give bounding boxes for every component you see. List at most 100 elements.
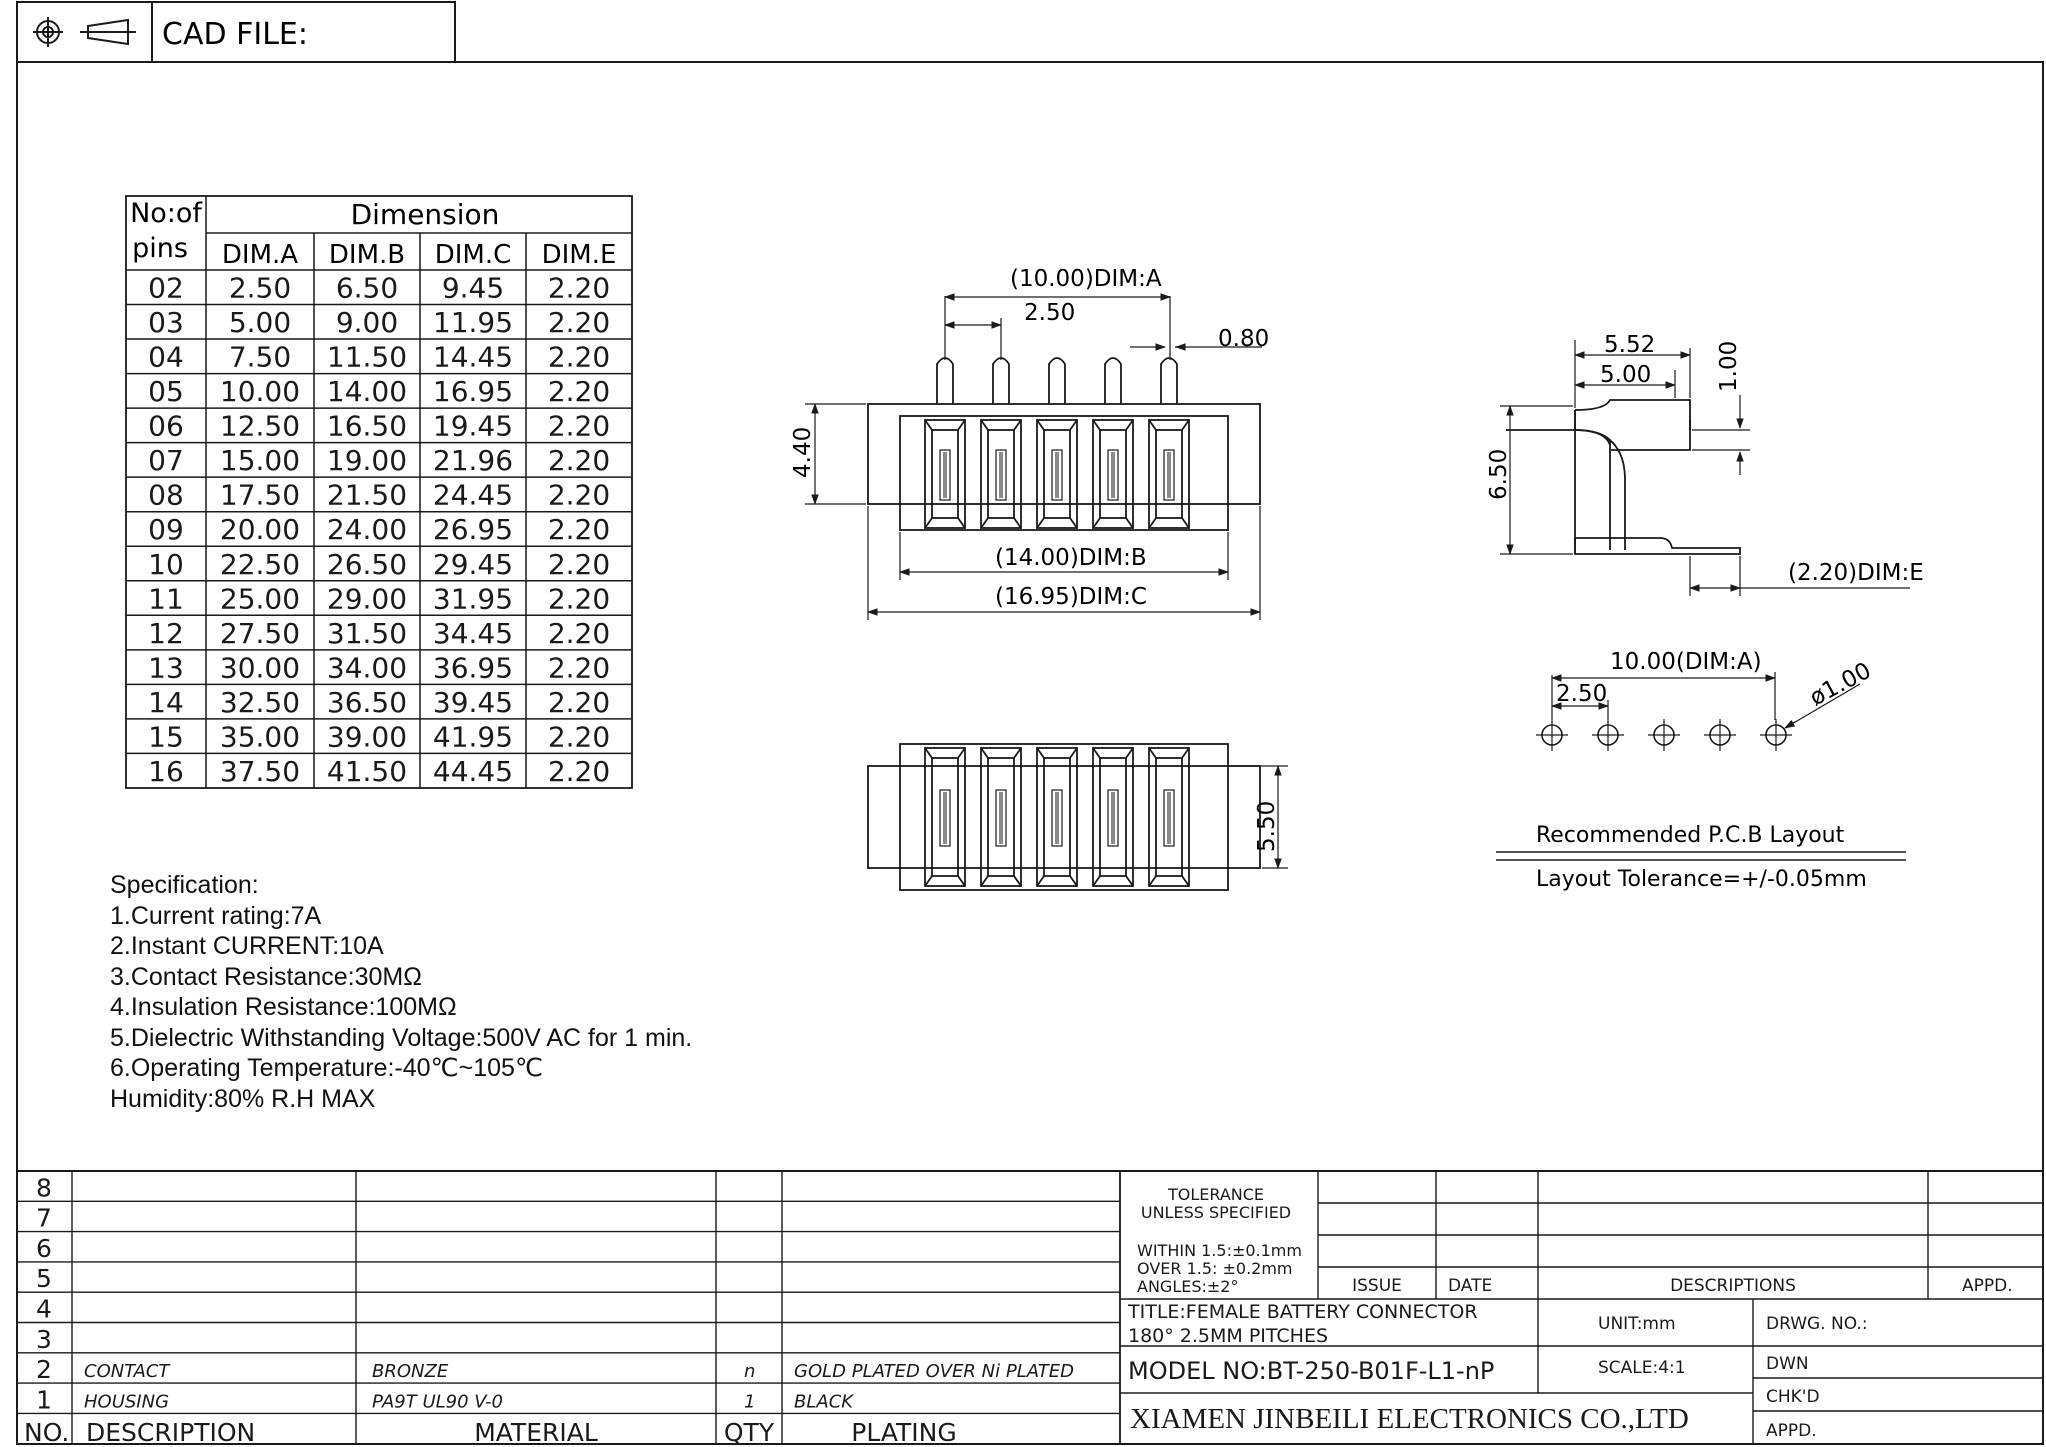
pcb-hole bbox=[1536, 719, 1568, 751]
title-block bbox=[17, 1170, 2043, 1444]
spec-title: Specification: bbox=[110, 871, 259, 899]
contact-slot bbox=[1148, 419, 1190, 529]
table-cell-dim: 2.20 bbox=[548, 375, 610, 408]
table-cell-pins: 03 bbox=[148, 306, 184, 339]
table-cell-dim: 7.50 bbox=[229, 341, 291, 374]
table-cell-dim: 36.50 bbox=[327, 686, 407, 719]
pcb-title: Recommended P.C.B Layout bbox=[1536, 823, 1845, 848]
table-cell-dim: 9.00 bbox=[336, 306, 398, 339]
table-cell-dim: 2.20 bbox=[548, 651, 610, 684]
table-cell-dim: 2.20 bbox=[548, 686, 610, 719]
table-cell-dim: 2.20 bbox=[548, 410, 610, 443]
bom-desc: HOUSING bbox=[84, 1391, 169, 1412]
table-cell-dim: 29.45 bbox=[433, 548, 513, 581]
table-cell-dim: 2.20 bbox=[548, 755, 610, 788]
table-cell-dim: 34.00 bbox=[327, 651, 407, 684]
bom-row-number: 8 bbox=[36, 1173, 52, 1202]
dwn-label: DWN bbox=[1766, 1354, 1809, 1374]
pcb-hole-dia: ø1.00 bbox=[1806, 658, 1876, 712]
contact-slot bbox=[924, 747, 966, 887]
side-dim-500: 5.00 bbox=[1600, 362, 1651, 388]
bom-row-number: 6 bbox=[36, 1234, 52, 1263]
table-cell-dim: 22.50 bbox=[220, 548, 300, 581]
table-cell-pins: 13 bbox=[148, 651, 184, 684]
table-cell-dim: 36.95 bbox=[433, 651, 513, 684]
bottom-height: 5.50 bbox=[1254, 801, 1280, 852]
side-dim-100: 1.00 bbox=[1716, 341, 1742, 392]
side-dim-e: (2.20)DIM:E bbox=[1788, 560, 1924, 586]
pin bbox=[1048, 357, 1066, 404]
spec-item: 3.Contact Resistance:30MΩ bbox=[110, 962, 422, 991]
table-cell-pins: 07 bbox=[148, 444, 184, 477]
table-cell-pins: 05 bbox=[148, 375, 184, 408]
table-cell-dim: 44.45 bbox=[433, 755, 513, 788]
table-cell-dim: 16.95 bbox=[433, 375, 513, 408]
table-header-noof: No:of bbox=[130, 198, 203, 229]
model-number: MODEL NO:BT-250-B01F-L1-nP bbox=[1128, 1357, 1494, 1385]
table-cell-dim: 30.00 bbox=[220, 651, 300, 684]
company-name: XIAMEN JINBEILI ELECTRONICS CO.,LTD bbox=[1130, 1403, 1689, 1435]
table-cell-dim: 41.50 bbox=[327, 755, 407, 788]
pcb-layout bbox=[1496, 672, 1906, 861]
bom-plating: BLACK bbox=[794, 1391, 854, 1412]
tol-label: TOLERANCE bbox=[1167, 1185, 1264, 1204]
table-cell-dim: 2.20 bbox=[548, 479, 610, 512]
bom-qty: n bbox=[744, 1361, 755, 1382]
table-cell-dim: 17.50 bbox=[220, 479, 300, 512]
contact-slot bbox=[1148, 747, 1190, 887]
contact-slot-inner bbox=[931, 757, 959, 877]
spec-item: Humidity:80% R.H MAX bbox=[110, 1084, 376, 1113]
table-cell-dim: 31.95 bbox=[433, 582, 513, 615]
date-label: DATE bbox=[1448, 1276, 1492, 1296]
contact-slot bbox=[1092, 419, 1134, 529]
table-header-dima: DIM.A bbox=[222, 240, 298, 270]
sheet-border bbox=[16, 61, 2044, 1445]
table-cell-dim: 11.95 bbox=[433, 306, 513, 339]
dimension-table: No:of pins Dimension DIM.A DIM.B DIM.C D… bbox=[125, 195, 633, 789]
table-cell-dim: 9.45 bbox=[442, 272, 504, 305]
table-cell-pins: 02 bbox=[148, 272, 184, 305]
contact-slot-inner bbox=[931, 429, 959, 519]
contact-slot-inner bbox=[1043, 429, 1071, 519]
bottom-view bbox=[867, 743, 1288, 891]
front-pin-width: 0.80 bbox=[1218, 326, 1269, 352]
table-header-pins: pins bbox=[132, 233, 188, 264]
tol-within: WITHIN 1.5:±0.1mm bbox=[1137, 1241, 1302, 1260]
spec-item: 1.Current rating:7A bbox=[110, 901, 322, 930]
bom-header-no: NO. bbox=[24, 1418, 69, 1447]
front-dim-b: (14.00)DIM:B bbox=[995, 545, 1147, 571]
bom-header-qty: QTY bbox=[724, 1418, 775, 1447]
spec-item: 2.Instant CURRENT:10A bbox=[110, 932, 384, 960]
table-cell-dim: 25.00 bbox=[220, 582, 300, 615]
bom-qty: 1 bbox=[744, 1391, 755, 1412]
table-cell-dim: 2.20 bbox=[548, 548, 610, 581]
table-cell-dim: 31.50 bbox=[327, 617, 407, 650]
drawing-title: TITLE:FEMALE BATTERY CONNECTOR bbox=[1127, 1301, 1478, 1323]
pin bbox=[1160, 357, 1178, 404]
table-cell-dim: 2.20 bbox=[548, 306, 610, 339]
table-header-dime: DIM.E bbox=[542, 240, 617, 270]
table-cell-pins: 04 bbox=[148, 341, 184, 374]
table-cell-dim: 35.00 bbox=[220, 720, 300, 753]
table-cell-dim: 5.00 bbox=[229, 306, 291, 339]
bom-desc: CONTACT bbox=[84, 1361, 171, 1382]
third-angle-projection-icon bbox=[33, 17, 136, 47]
table-cell-pins: 16 bbox=[148, 755, 184, 788]
table-cell-dim: 2.20 bbox=[548, 272, 610, 305]
table-cell-dim: 21.96 bbox=[433, 444, 513, 477]
table-header-dimension: Dimension bbox=[351, 198, 500, 231]
table-cell-dim: 15.00 bbox=[220, 444, 300, 477]
table-cell-dim: 20.00 bbox=[220, 513, 300, 546]
tol-over: OVER 1.5: ±0.2mm bbox=[1137, 1259, 1293, 1278]
contact-slot-inner bbox=[1099, 757, 1127, 877]
contact-slot-inner bbox=[1099, 429, 1127, 519]
drwg-no-label: DRWG. NO.: bbox=[1766, 1314, 1868, 1334]
table-cell-dim: 10.00 bbox=[220, 375, 300, 408]
contact-slot-inner bbox=[1043, 757, 1071, 877]
contact-slot-inner bbox=[987, 429, 1015, 519]
table-header-dimb: DIM.B bbox=[329, 240, 405, 270]
bom-plating: GOLD PLATED OVER Ni PLATED bbox=[794, 1361, 1074, 1382]
table-cell-dim: 41.95 bbox=[433, 720, 513, 753]
descriptions-label: DESCRIPTIONS bbox=[1670, 1276, 1796, 1296]
